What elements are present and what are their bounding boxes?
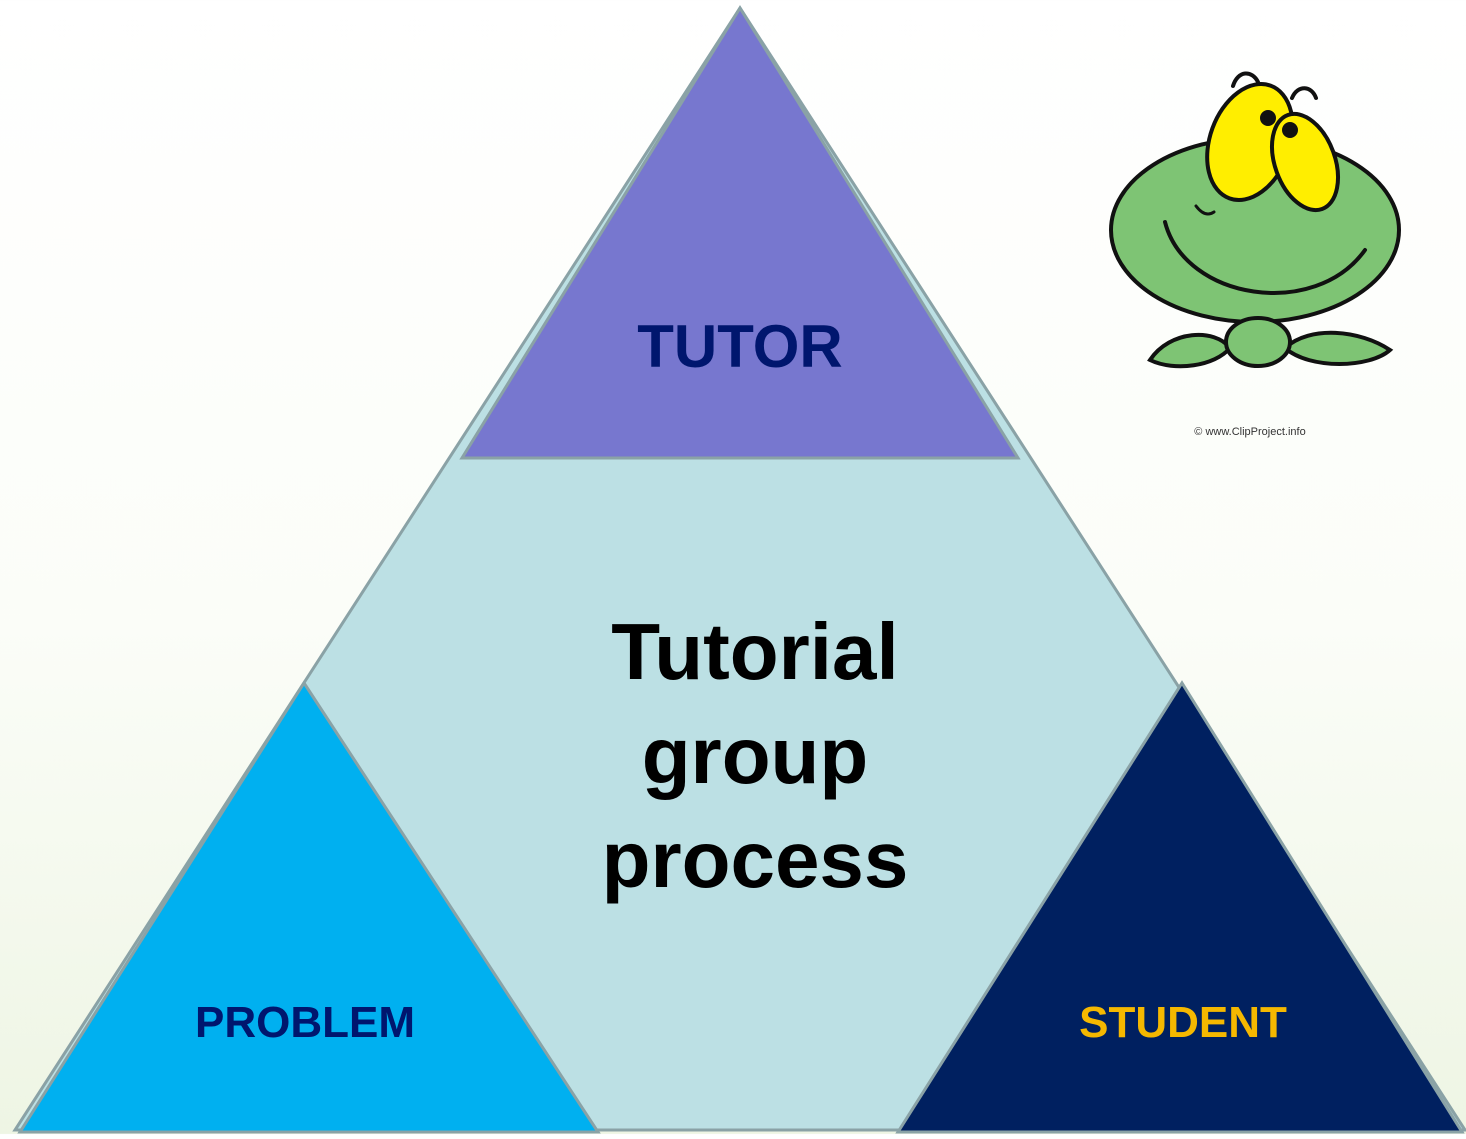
student-label: STUDENT — [1079, 998, 1287, 1047]
tutor-triangle — [459, 5, 1021, 460]
problem-label: PROBLEM — [195, 998, 415, 1047]
frog-icon — [1109, 71, 1401, 369]
problem-triangle — [17, 680, 601, 1134]
tutor-label: TUTOR — [637, 313, 843, 380]
student-triangle — [895, 680, 1465, 1134]
copyright-text: © www.ClipProject.info — [1194, 426, 1306, 438]
center-label: Tutorial group process — [601, 607, 909, 904]
